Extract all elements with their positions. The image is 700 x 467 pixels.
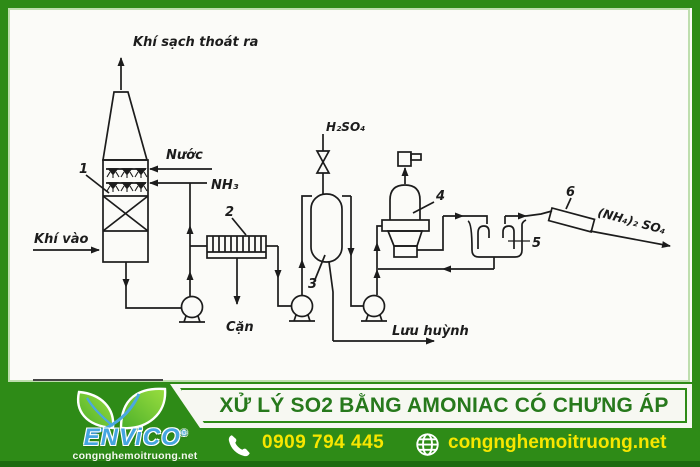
label-6-pointer xyxy=(565,197,572,210)
separator-vent-pipe xyxy=(410,153,422,161)
logo-tagline: congnghemoitruong.net xyxy=(72,450,198,462)
separator-dome xyxy=(389,184,421,220)
tower-drain-line-2 xyxy=(125,287,181,309)
logo-name: ENViCO® xyxy=(61,424,211,452)
autoclave-left-pipe-2 xyxy=(301,195,312,260)
water-label: Nước xyxy=(166,148,203,163)
globe-icon xyxy=(416,433,439,456)
dryer-feed-line-2 xyxy=(525,210,553,217)
label-1-pointer xyxy=(85,174,110,194)
separator-platform xyxy=(381,219,430,232)
registered-mark: ® xyxy=(180,428,189,438)
tower-section-lines xyxy=(103,195,148,232)
banner-title: XỬ LÝ SO2 BẰNG AMONIAC CÓ CHƯNG ÁP xyxy=(219,394,669,417)
pump-1 xyxy=(179,295,205,323)
label-2-pointer xyxy=(231,217,247,236)
website-link: congnghemoitruong.net xyxy=(448,432,667,453)
ammonia-label: NH₃ xyxy=(211,178,239,193)
label-4-pointer xyxy=(412,201,435,214)
tower-packing-cross xyxy=(102,195,149,232)
equipment-label-3: 3 xyxy=(308,277,317,292)
acid-valve xyxy=(315,150,331,174)
contact-row: 0909 794 445 congnghemoitruong.net xyxy=(0,430,700,461)
pump-2 xyxy=(289,294,315,322)
filter-to-pump2 xyxy=(277,278,291,307)
product-line xyxy=(589,230,671,248)
transfer-line-2 xyxy=(463,215,488,224)
separator-out-line xyxy=(417,216,444,251)
tower-stack-cone xyxy=(102,91,149,161)
equipment-label-4: 4 xyxy=(435,189,445,204)
coil-right xyxy=(502,225,515,249)
frame-right xyxy=(692,0,700,382)
logo-leaves xyxy=(76,387,167,436)
phone-number: 0909 794 445 xyxy=(262,432,385,453)
residue-label: Cặn xyxy=(226,320,254,335)
separator-4 xyxy=(381,151,430,258)
gas-inlet-label: Khí vào xyxy=(34,232,89,247)
title-band: XỬ LÝ SO2 BẰNG AMONIAC CÓ CHƯNG ÁP xyxy=(170,384,692,428)
separator-funnel xyxy=(386,230,424,247)
pump-3 xyxy=(361,294,387,322)
equipment-label-1: 1 xyxy=(79,162,88,177)
logo-name-text: ENViCO xyxy=(83,424,181,451)
leaf-icon xyxy=(76,387,167,436)
sulfur-label: Lưu huỳnh xyxy=(392,324,469,339)
autoclave-right-pipe-3 xyxy=(350,256,363,307)
frame-top xyxy=(0,0,700,8)
equipment-label-5: 5 xyxy=(532,236,541,251)
spray-nozzles xyxy=(106,168,148,193)
separator-stem xyxy=(393,245,418,258)
footer-banner: ENViCO® congnghemoitruong.net XỬ LÝ SO2 … xyxy=(0,382,700,467)
clean-gas-label: Khí sạch thoát ra xyxy=(133,35,258,50)
filter-2 xyxy=(206,235,267,259)
banner-dark-strip xyxy=(0,461,700,467)
autoclave-3 xyxy=(310,193,343,263)
label-3-pointer xyxy=(313,254,326,283)
dryer-6 xyxy=(547,206,596,233)
crystallizer-5 xyxy=(467,216,527,258)
separator-vent-box xyxy=(397,151,412,167)
process-flow-diagram: Khí sạch thoát ra Nước NH₃ Khí vào Cặn H… xyxy=(33,35,671,345)
envico-logo: ENViCO® congnghemoitruong.net xyxy=(55,384,215,466)
absorber-tower xyxy=(102,91,149,263)
equipment-label-6: 6 xyxy=(566,185,575,200)
phone-icon xyxy=(228,435,250,457)
sulfuric-acid-label: H₂SO₄ xyxy=(326,120,365,134)
scan-artifact-line xyxy=(33,379,163,381)
frame-left xyxy=(0,0,8,382)
ammonium-sulfate-label: (NH₄)₂ SO₄ xyxy=(596,205,667,237)
coil-left xyxy=(477,225,490,249)
basin-outline xyxy=(467,219,527,258)
sulfur-line-down xyxy=(328,261,334,341)
equipment-label-2: 2 xyxy=(225,205,234,220)
pump3-riser-3 xyxy=(376,225,382,243)
